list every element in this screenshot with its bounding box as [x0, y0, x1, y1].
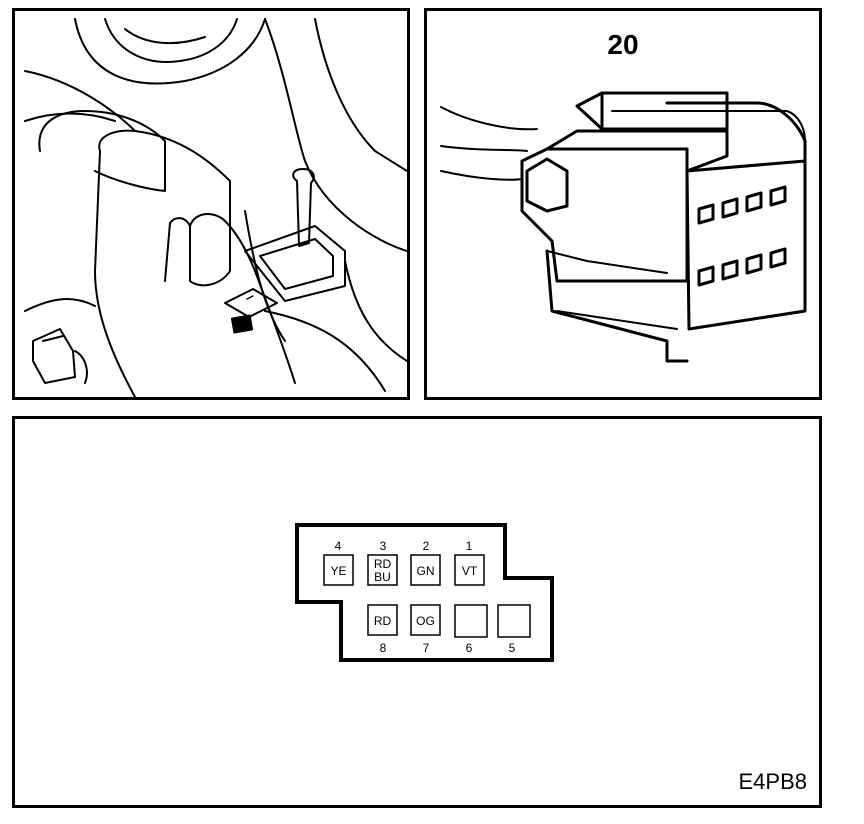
connector-view-panel: 20	[424, 8, 822, 400]
pin-cavity-7: OG 7	[410, 604, 441, 655]
pin-number: 4	[335, 539, 342, 553]
wire-color-label: RD	[374, 557, 392, 571]
pin-number: 2	[423, 539, 430, 553]
pin-number: 5	[509, 641, 516, 655]
pin-number: 3	[380, 539, 387, 553]
wire-color-label: GN	[417, 564, 435, 578]
wire-color-label: VT	[462, 564, 478, 578]
pin-cavity-2: 2 GN	[410, 539, 441, 586]
figure-code: E4PB8	[738, 769, 808, 794]
pinout-diagram: 4 YE 3 RD BU 2 GN 1 VT RD 8 OG	[295, 523, 554, 662]
pin-cavity-6: 6	[454, 604, 488, 655]
wire-color-label: BU	[374, 570, 391, 584]
pin-cavity-3: 3 RD BU	[367, 539, 398, 586]
pin-number: 8	[380, 641, 387, 655]
connector-illustration	[440, 91, 807, 363]
pinout-panel: 4 YE 3 RD BU 2 GN 1 VT RD 8 OG	[12, 416, 822, 808]
wire-color-label: RD	[374, 614, 392, 628]
pin-number: 7	[423, 641, 430, 655]
wire-color-label: OG	[416, 614, 435, 628]
pin-cavity-5: 5	[497, 604, 531, 655]
location-view-panel	[12, 8, 410, 400]
pin-cavity-1: 1 VT	[454, 539, 485, 586]
pin-cavity-8: RD 8	[367, 604, 398, 655]
connector-face-outline	[295, 523, 554, 662]
wire-color-label: YE	[330, 564, 346, 578]
connector-reference-number: 20	[607, 29, 639, 60]
interior-illustration	[24, 18, 407, 397]
pin-cavity-4: 4 YE	[323, 539, 354, 586]
pin-number: 6	[466, 641, 473, 655]
pin-number: 1	[466, 539, 473, 553]
